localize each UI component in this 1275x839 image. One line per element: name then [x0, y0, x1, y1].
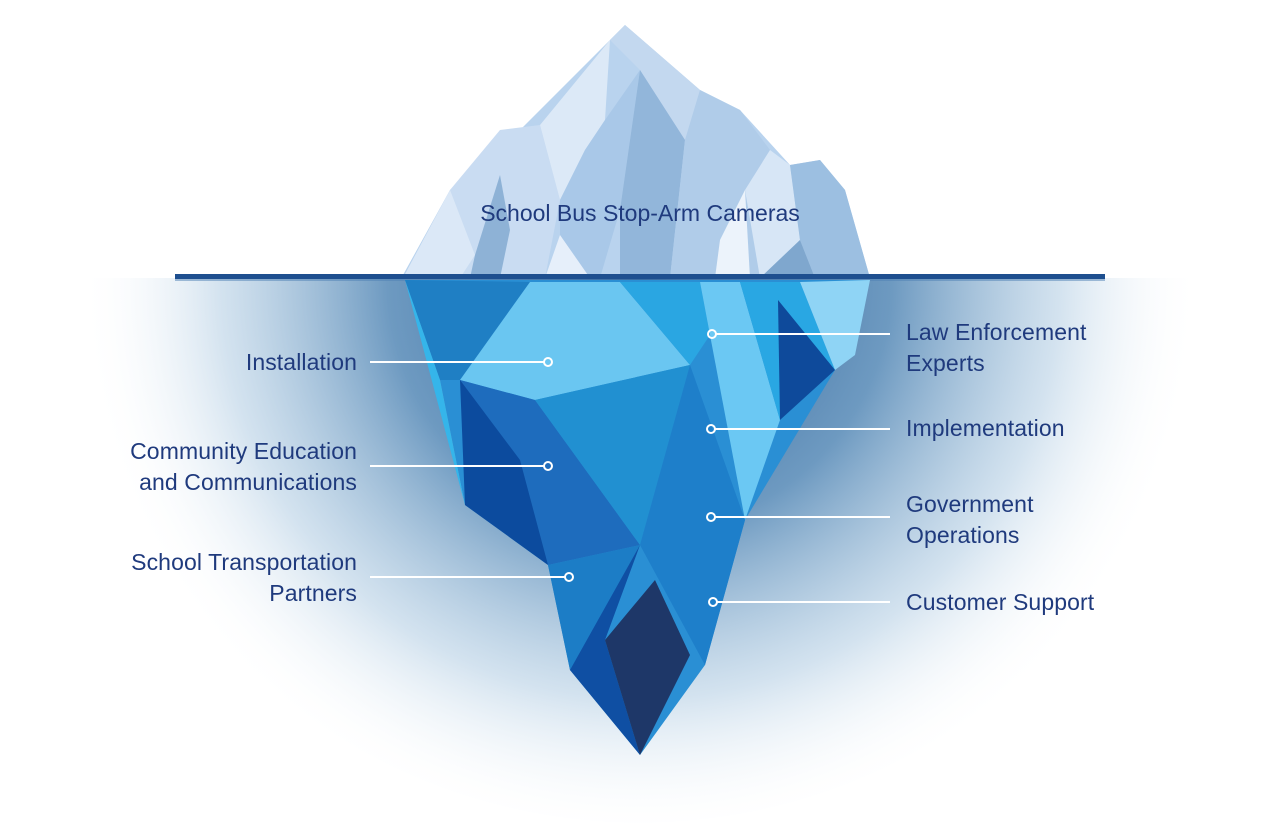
waterline — [175, 274, 1105, 279]
label-implementation: Implementation — [906, 413, 1065, 444]
label-line: Experts — [906, 350, 985, 376]
label-line: Installation — [245, 349, 357, 375]
label-law-enforcement: Law Enforcement Experts — [906, 317, 1086, 379]
leader-lines-left — [370, 357, 574, 582]
iceberg-tip-label: School Bus Stop-Arm Cameras — [480, 200, 800, 226]
label-community-education: Community Education and Communications — [130, 436, 357, 498]
leader-dot — [543, 357, 553, 367]
label-line: Partners — [269, 580, 357, 606]
label-line: Customer Support — [906, 589, 1095, 615]
label-customer-support: Customer Support — [906, 587, 1094, 618]
label-line: Community Education — [130, 438, 357, 464]
leader-dot — [543, 461, 553, 471]
leader-lines-right — [706, 329, 890, 607]
leader-dot — [564, 572, 574, 582]
iceberg-underwater — [405, 280, 870, 755]
leader-dot — [706, 512, 716, 522]
label-line: and Communications — [139, 469, 357, 495]
label-line: Government — [906, 491, 1034, 517]
leader-dot — [708, 597, 718, 607]
label-line: School Transportation — [131, 549, 357, 575]
label-installation: Installation — [246, 347, 357, 378]
label-school-transportation: School Transportation Partners — [131, 547, 357, 609]
label-line: Law Enforcement — [906, 319, 1087, 345]
leader-dot — [706, 424, 716, 434]
iceberg-tip — [403, 25, 870, 278]
leader-dot — [707, 329, 717, 339]
label-line: Operations — [906, 522, 1020, 548]
label-line: Implementation — [906, 415, 1065, 441]
label-government-operations: Government Operations — [906, 489, 1034, 551]
